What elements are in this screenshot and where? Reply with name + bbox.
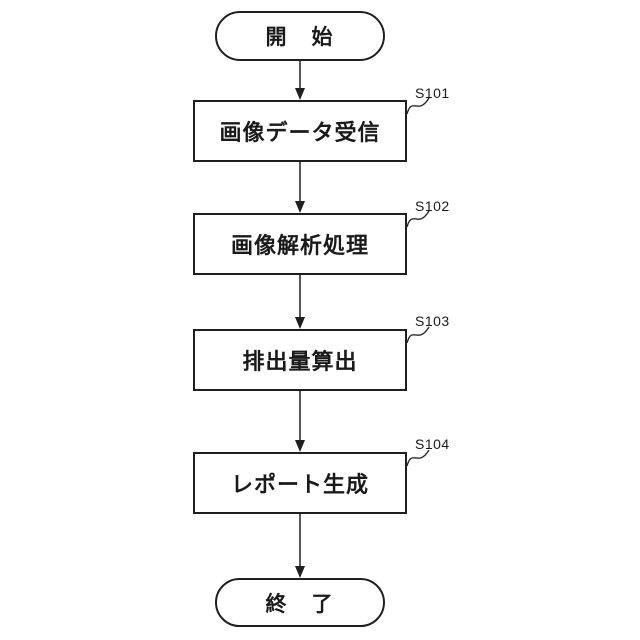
process-label-s104: レポート生成 bbox=[230, 472, 369, 497]
start-label: 開 始 bbox=[265, 26, 335, 49]
process-box-s104: レポート生成 bbox=[193, 452, 407, 514]
arrow-start-to-s101 bbox=[295, 61, 305, 100]
step-ref-s102: S102 bbox=[415, 198, 450, 214]
process-box-s103: 排出量算出 bbox=[193, 329, 407, 391]
process-box-s101: 画像データ受信 bbox=[193, 100, 407, 162]
arrow-s101-to-s102 bbox=[295, 162, 305, 213]
end-terminal-node: 終 了 bbox=[215, 578, 385, 627]
step-ref-s103: S103 bbox=[415, 313, 450, 329]
end-label: 終 了 bbox=[265, 592, 335, 616]
step-ref-s101: S101 bbox=[415, 85, 450, 101]
squiggle-s102 bbox=[406, 210, 430, 228]
process-box-s102: 画像解析処理 bbox=[193, 213, 407, 275]
step-ref-s104: S104 bbox=[415, 436, 450, 452]
arrow-s102-to-s103 bbox=[295, 274, 305, 329]
arrow-s104-to-end bbox=[295, 514, 305, 578]
squiggle-s101 bbox=[406, 97, 430, 115]
process-label-s101: 画像データ受信 bbox=[219, 120, 381, 145]
process-label-s102: 画像解析処理 bbox=[230, 233, 369, 258]
arrow-s103-to-s104 bbox=[295, 390, 305, 452]
start-terminal-node: 開 始 bbox=[215, 11, 385, 61]
process-label-s103: 排出量算出 bbox=[242, 349, 358, 374]
squiggle-s104 bbox=[406, 449, 430, 467]
squiggle-s103 bbox=[406, 326, 430, 344]
